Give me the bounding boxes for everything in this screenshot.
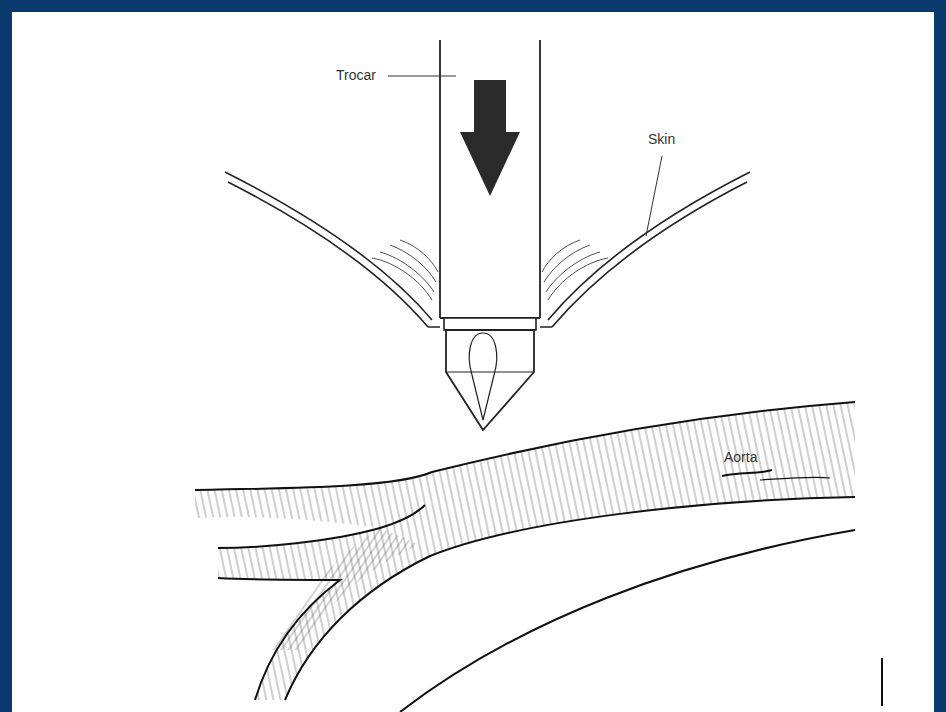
trocar: [440, 40, 540, 430]
part-label: Aorta: [724, 450, 757, 465]
leader-line: [388, 76, 456, 77]
background: [12, 12, 934, 712]
aorta: [190, 395, 860, 712]
leader-line: [646, 156, 662, 236]
skin: [225, 172, 750, 327]
arrow: [460, 80, 520, 196]
mark: [881, 658, 883, 706]
skin-hatching: [372, 240, 608, 300]
part-label: Trocar: [336, 68, 376, 83]
part-label: Skin: [648, 132, 675, 147]
